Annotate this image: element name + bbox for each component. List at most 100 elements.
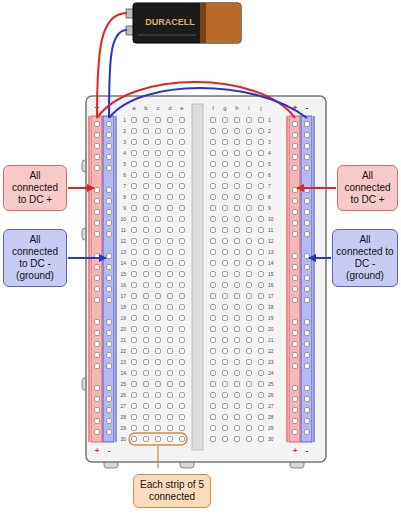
hole bbox=[247, 327, 252, 332]
hole bbox=[107, 221, 112, 226]
hole bbox=[156, 437, 161, 442]
hole bbox=[168, 217, 173, 222]
hole bbox=[132, 426, 137, 431]
hole bbox=[180, 404, 185, 409]
hole bbox=[107, 199, 112, 204]
hole bbox=[107, 320, 112, 325]
hole bbox=[180, 129, 185, 134]
hole bbox=[107, 287, 112, 292]
column-letter: e bbox=[180, 105, 183, 111]
hole bbox=[259, 162, 264, 167]
hole bbox=[95, 408, 100, 413]
hole bbox=[168, 140, 173, 145]
hole bbox=[180, 294, 185, 299]
hole bbox=[211, 360, 216, 365]
hole bbox=[144, 195, 149, 200]
hole bbox=[211, 272, 216, 277]
hole bbox=[259, 305, 264, 310]
hole bbox=[156, 294, 161, 299]
hole bbox=[223, 294, 228, 299]
breadboard-holes bbox=[95, 118, 310, 442]
row-number: 25 bbox=[268, 382, 274, 387]
hole bbox=[156, 250, 161, 255]
hole bbox=[223, 283, 228, 288]
hole bbox=[180, 437, 185, 442]
hole bbox=[144, 349, 149, 354]
hole bbox=[305, 298, 310, 303]
row-number: 8 bbox=[123, 195, 126, 200]
hole bbox=[168, 206, 173, 211]
hole bbox=[168, 338, 173, 343]
hole bbox=[180, 349, 185, 354]
hole bbox=[247, 316, 252, 321]
hole bbox=[305, 320, 310, 325]
callout-text: All connected to DC - (ground) bbox=[336, 234, 394, 282]
hole bbox=[168, 118, 173, 123]
hole bbox=[156, 426, 161, 431]
hole bbox=[144, 250, 149, 255]
hole bbox=[168, 228, 173, 233]
hole bbox=[180, 393, 185, 398]
hole bbox=[223, 118, 228, 123]
hole bbox=[235, 305, 240, 310]
hole bbox=[168, 272, 173, 277]
hole bbox=[132, 217, 137, 222]
hole bbox=[305, 122, 310, 127]
hole bbox=[259, 371, 264, 376]
hole bbox=[293, 397, 298, 402]
column-letter: f bbox=[212, 105, 214, 111]
hole bbox=[95, 232, 100, 237]
hole bbox=[247, 382, 252, 387]
hole bbox=[107, 430, 112, 435]
hole bbox=[95, 133, 100, 138]
hole bbox=[247, 360, 252, 365]
hole bbox=[95, 210, 100, 215]
hole bbox=[180, 382, 185, 387]
hole bbox=[156, 217, 161, 222]
hole bbox=[156, 272, 161, 277]
hole bbox=[180, 338, 185, 343]
hole bbox=[259, 261, 264, 266]
hole bbox=[132, 250, 137, 255]
hole bbox=[144, 283, 149, 288]
hole bbox=[247, 437, 252, 442]
hole bbox=[132, 173, 137, 178]
row-number: 14 bbox=[120, 261, 126, 266]
row-number: 17 bbox=[120, 294, 126, 299]
callout-box: All connected to DC - (ground) bbox=[332, 229, 398, 287]
hole bbox=[223, 129, 228, 134]
row-number: 20 bbox=[268, 327, 274, 332]
hole bbox=[235, 415, 240, 420]
hole bbox=[259, 360, 264, 365]
hole bbox=[95, 276, 100, 281]
hole bbox=[95, 320, 100, 325]
row-number: 9 bbox=[123, 206, 126, 211]
callout-box: All connected to DC - (ground) bbox=[3, 229, 67, 287]
hole bbox=[107, 232, 112, 237]
battery-wires bbox=[97, 13, 307, 118]
hole bbox=[144, 173, 149, 178]
hole bbox=[247, 206, 252, 211]
hole bbox=[247, 195, 252, 200]
row-number: 5 bbox=[123, 162, 126, 167]
hole bbox=[235, 239, 240, 244]
row-number: 27 bbox=[120, 404, 126, 409]
hole bbox=[132, 371, 137, 376]
row-number: 15 bbox=[120, 272, 126, 277]
hole bbox=[107, 298, 112, 303]
hole bbox=[305, 408, 310, 413]
hole bbox=[168, 349, 173, 354]
hole bbox=[107, 155, 112, 160]
hole bbox=[247, 283, 252, 288]
strip-leader bbox=[157, 446, 158, 468]
hole bbox=[211, 393, 216, 398]
hole bbox=[180, 184, 185, 189]
hole bbox=[293, 122, 298, 127]
row-number: 22 bbox=[268, 349, 274, 354]
row-number: 6 bbox=[268, 173, 271, 178]
hole bbox=[259, 404, 264, 409]
hole bbox=[107, 408, 112, 413]
row-number: 14 bbox=[268, 261, 274, 266]
hole bbox=[95, 298, 100, 303]
hole bbox=[259, 140, 264, 145]
